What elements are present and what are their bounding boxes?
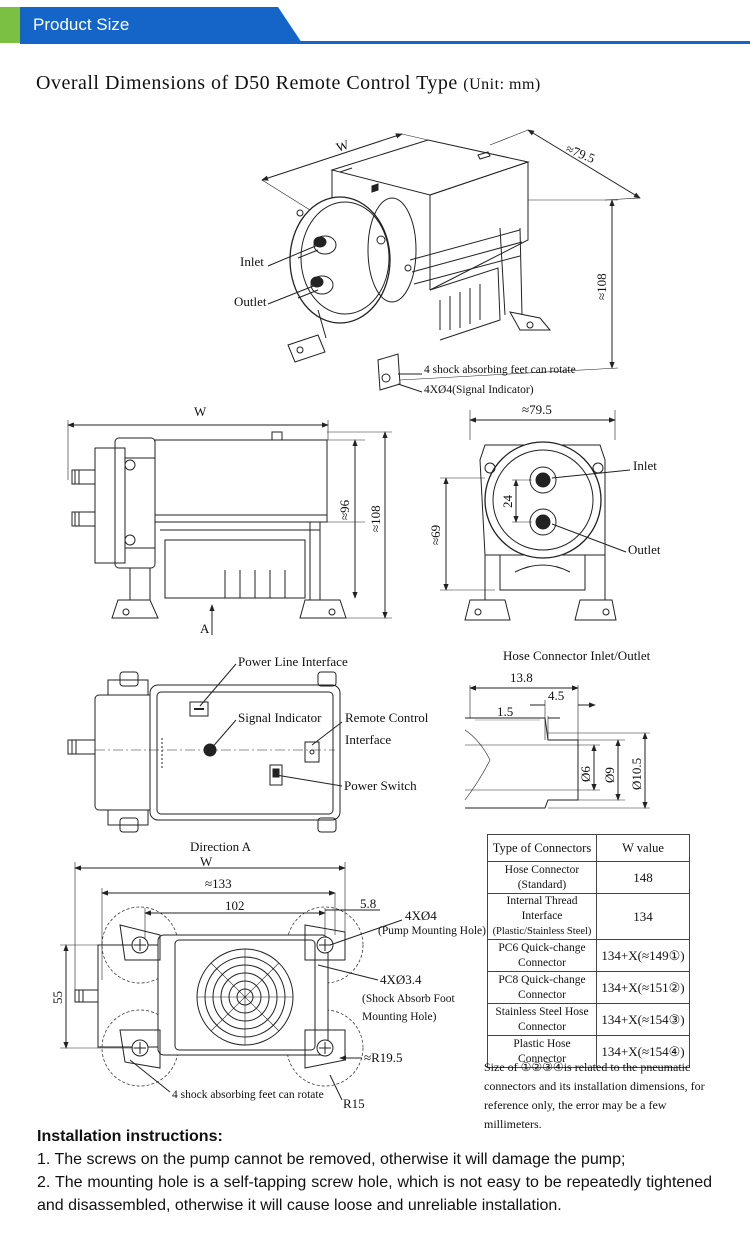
section-title: Product Size [33,15,130,34]
type-line-1: Plastic Hose Connector [513,1037,571,1065]
type-line-1: Internal Thread Interface [506,895,578,922]
w-value-cell: 148 [596,861,690,894]
front-width-label: ≈79.5 [522,402,552,417]
page-title: Overall Dimensions of D50 Remote Control… [36,72,541,95]
signal-indicator-label: Signal Indicator [238,710,322,725]
bottom-133-label: ≈133 [205,876,232,891]
type-line-1: Hose Connector [504,863,580,876]
hose-detail: Hose Connector Inlet/Outlet 13.8 4.5 1.5… [464,648,651,809]
w-value-cell: 134+X(≈149①) [596,939,690,972]
connector-type-cell: Internal Thread Interface (Plastic/Stainl… [487,893,597,940]
absorb-note-2: Mounting Hole) [362,1011,437,1023]
bottom-feet-note: 4 shock absorbing feet can rotate [172,1089,324,1101]
type-line-2: Connector [518,1020,566,1033]
header-tab [20,7,302,43]
iso-signal-note: 4XØ4(Signal Indicator) [424,384,534,396]
title-unit: (Unit: mm) [463,76,541,93]
r19-5-label: ≈R19.5 [364,1050,403,1065]
connector-type-cell: Plastic Hose Connector [487,1035,597,1068]
front-outlet-label: Outlet [628,542,661,557]
w-value-cell: 134+X(≈154④) [596,1035,690,1068]
bottom-102-label: 102 [225,898,245,913]
hose-1-5-label: 1.5 [497,704,513,719]
hose-d6-label: Ø6 [578,766,593,782]
direction-a-marker: A [200,621,210,636]
title-text: Overall Dimensions of D50 Remote Control… [36,72,458,94]
r15-label: R15 [343,1096,365,1111]
w-value-table-wrap: Type of Connectors W value Hose Connecto… [487,834,690,1068]
front-height-label: ≈69 [428,525,443,545]
table-row: Plastic Hose Connector 134+X(≈154④) [487,1035,690,1068]
iso-w-label: W [334,137,351,155]
installation-instructions: Installation instructions: 1. The screws… [37,1128,712,1217]
type-line-2: (Plastic/Stainless Steel) [492,926,592,937]
type-line-1: PC6 Quick-change [498,941,586,954]
side-view: W ≈96 ≈108 A [67,404,392,636]
pump-hole-label: 4XØ4 [405,908,437,923]
col-header-w: W value [596,834,690,862]
type-line-1: Stainless Steel Hose [495,1005,589,1018]
w-value-cell: 134+X(≈154③) [596,1003,690,1036]
direction-a-title: Direction A [190,839,252,854]
table-row: Internal Thread Interface (Plastic/Stainl… [487,893,690,940]
absorb-hole-label: 4XØ3.4 [380,972,422,987]
type-line-1: PC8 Quick-change [498,973,586,986]
side-h96-label: ≈96 [337,499,352,520]
installation-heading: Installation instructions: [37,1128,223,1145]
connector-type-cell: Hose Connector (Standard) [487,861,597,894]
table-header-row: Type of Connectors W value [487,834,690,862]
bottom-view: Direction A W ≈133 102 5.8 55 [50,839,486,1111]
iso-feet-note: 4 shock absorbing feet can rotate [424,364,576,376]
table-note: Size of ①②③④is related to the pneumatic … [484,1060,705,1131]
iso-outlet-label: Outlet [234,294,267,309]
front-inlet-label: Inlet [633,458,657,473]
top-view: Power Line Interface Signal Indicator Re… [67,654,429,833]
pump-hole-note: (Pump Mounting Hole) [378,925,486,937]
bottom-5-8-label: 5.8 [360,896,376,911]
hose-d9-label: Ø9 [602,767,617,783]
power-line-label: Power Line Interface [238,654,348,669]
side-w-label: W [194,404,207,419]
iso-view: W ≈79.5 ≈108 Inlet Outlet 4 shock absorb… [234,129,641,396]
col-header-type: Type of Connectors [487,834,597,862]
table-row: Hose Connector (Standard) 148 [487,861,690,894]
section-header: Product Size [0,0,750,44]
header-underline [20,41,750,44]
bottom-55-label: 55 [50,991,65,1004]
installation-item-1: 1. The screws on the pump cannot be remo… [37,1151,626,1168]
remote-control-label-2: Interface [345,732,391,747]
type-line-2: Connector [518,988,566,1001]
front-spacing-label: 24 [500,495,515,509]
iso-inlet-label: Inlet [240,254,264,269]
hose-4-5-label: 4.5 [548,688,564,703]
type-line-2: (Standard) [517,878,567,891]
hose-detail-title: Hose Connector Inlet/Outlet [503,648,651,663]
bottom-w-label: W [200,854,213,869]
installation-item-2: 2. The mounting hole is a self-tapping s… [37,1174,712,1214]
w-value-table: Type of Connectors W value Hose Connecto… [487,834,690,1068]
remote-control-label: Remote Control [345,710,429,725]
w-value-cell: 134+X(≈151②) [596,971,690,1004]
absorb-note-1: (Shock Absorb Foot [362,993,455,1005]
w-value-cell: 134 [596,893,690,940]
hose-13-8-label: 13.8 [510,670,533,685]
type-line-2: Connector [518,956,566,969]
side-h108-label: ≈108 [368,505,383,532]
iso-height-label: ≈108 [594,273,609,300]
header-accent-block [0,7,20,43]
power-switch-label: Power Switch [344,778,417,793]
hose-d10-5-label: Ø10.5 [629,758,644,790]
fan-grille-icon [196,948,294,1046]
front-view: ≈79.5 24 ≈69 Inlet Outlet [428,402,661,621]
